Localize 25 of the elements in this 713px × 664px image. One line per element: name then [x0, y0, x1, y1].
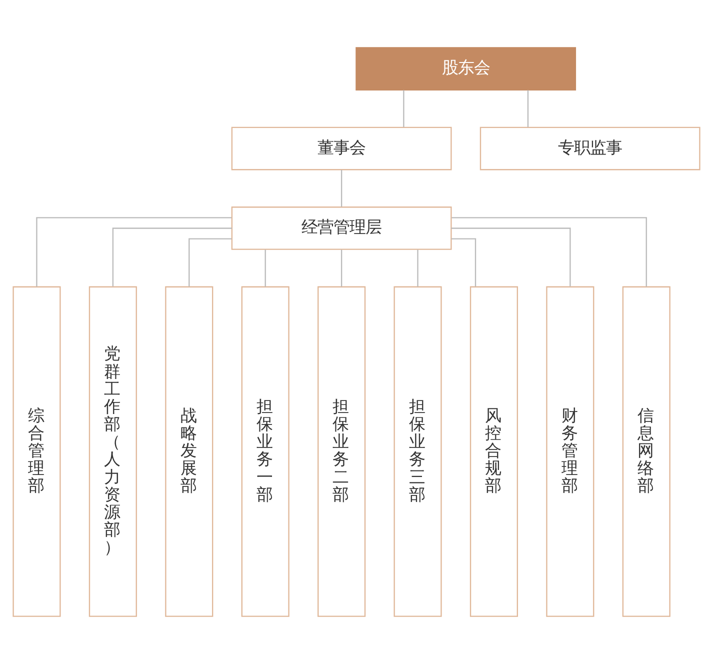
connector: [451, 228, 571, 286]
node-box: 担保业务一部: [241, 286, 290, 617]
node-box: 专职监事: [480, 126, 700, 170]
connector: [340, 250, 342, 287]
connector: [36, 217, 232, 287]
node-box: 股东会: [356, 47, 576, 90]
connector: [417, 250, 418, 287]
connector: [188, 238, 232, 287]
node-box: 战略发展部: [165, 286, 214, 617]
node-box: 经营管理层: [231, 206, 452, 250]
node-box: 财务管理部: [546, 286, 594, 617]
connector: [264, 250, 266, 287]
node-box: 风控合规部: [470, 286, 518, 617]
node-box: 担保业务二部: [318, 286, 366, 617]
node-box: 担保业务三部: [394, 286, 442, 617]
connector: [451, 238, 476, 287]
connector: [340, 170, 342, 207]
connector: [452, 217, 647, 287]
node-box: 董事会: [231, 126, 452, 170]
connector: [112, 228, 232, 286]
node-box: 党群工作部（人力资源部）: [88, 286, 137, 617]
connector: [403, 90, 404, 128]
node-box: 信息网络部: [622, 286, 670, 617]
connector: [527, 90, 529, 128]
node-box: 综合管理部: [12, 286, 61, 617]
